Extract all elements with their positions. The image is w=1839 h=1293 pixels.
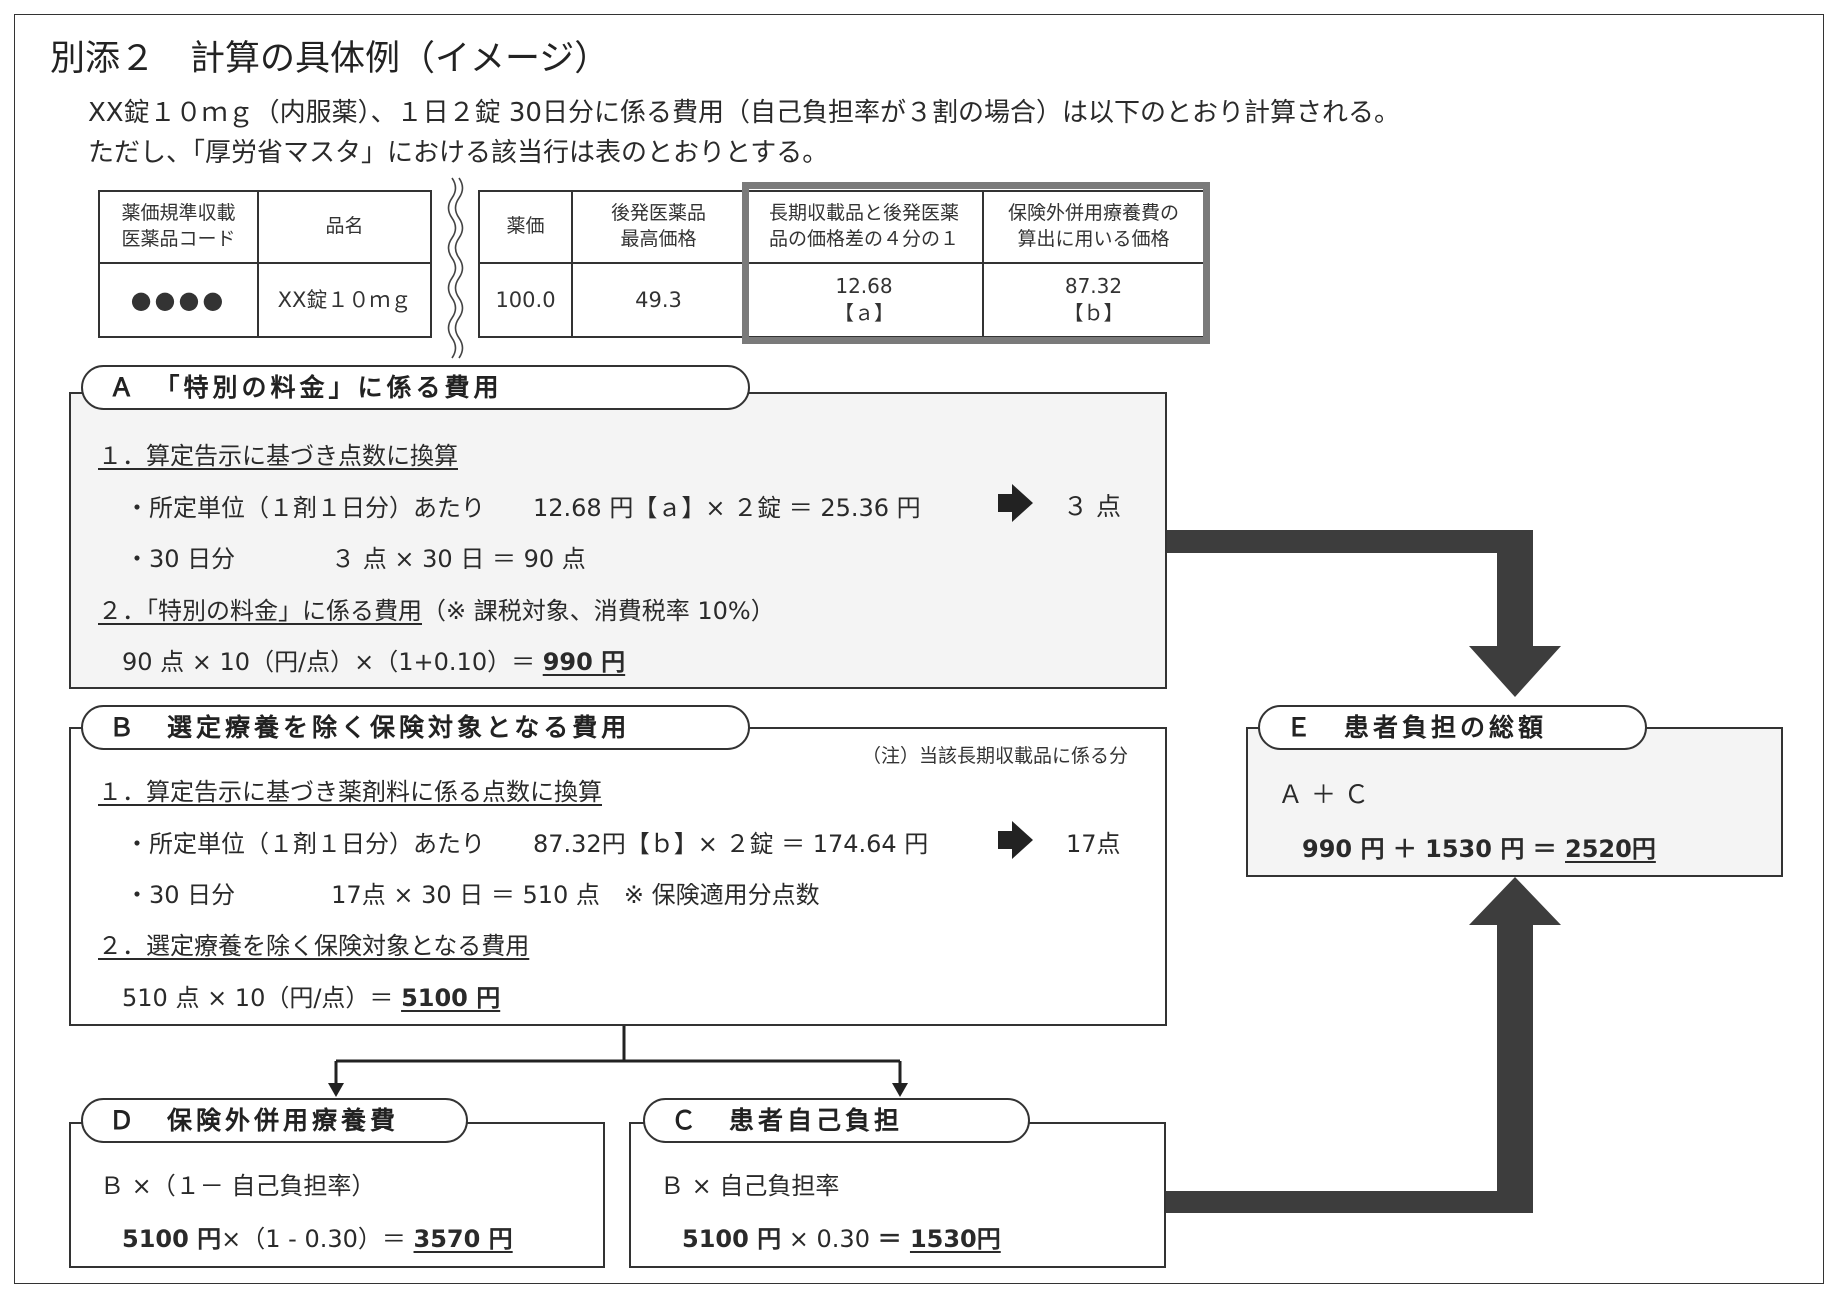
cell-price: 100.0 bbox=[478, 262, 573, 338]
section-a-step1-result: ３ 点 bbox=[1063, 492, 1121, 521]
section-a-step1-line1: ・所定単位（１剤１日分）あたり 12.68 円【ａ】× ２錠 ＝ 25.36 円 bbox=[125, 494, 921, 522]
section-c-formula: Ｂ × 自己負担率 bbox=[660, 1172, 840, 1200]
section-d-calc: 5100 円×（1 - 0.30）＝ 3570 円 bbox=[122, 1219, 513, 1254]
section-c-calc-a: 5100 円 bbox=[682, 1225, 782, 1253]
cell-generic-max: 49.3 bbox=[571, 262, 746, 338]
section-a-step2-note: （※ 課税対象、消費税率 10%） bbox=[422, 597, 775, 625]
section-c-label: Ｃ 患者自己負担 bbox=[643, 1098, 1030, 1143]
header-code: 薬価規準収載 医薬品コード bbox=[98, 190, 259, 264]
cell-quarter-diff-text: 12.68 【ａ】 bbox=[834, 274, 894, 325]
cell-calc-price-text: 87.32 【ｂ】 bbox=[1063, 274, 1124, 325]
cell-price-text: 100.0 bbox=[495, 287, 556, 312]
section-a-box bbox=[69, 392, 1167, 689]
page-title: 別添２ 計算の具体例（イメージ） bbox=[50, 39, 610, 79]
header-quarter-diff-text: 長期収載品と後発医薬 品の価格差の４分の１ bbox=[768, 202, 959, 250]
master-table: 薬価規準収載 医薬品コード 品名 薬価 後発医薬品 最高価格 長期収載品と後発医… bbox=[98, 190, 1205, 338]
convert-arrow-icon bbox=[998, 484, 1033, 522]
section-a-step1-line2: ・30 日分 ３ 点 × 30 日 ＝ 90 点 bbox=[125, 545, 586, 573]
cell-name-text: XX錠１０ｍｇ bbox=[277, 287, 412, 312]
section-b-note: （注）当該長期収載品に係る分 bbox=[862, 745, 1129, 767]
section-e-label: Ｅ 患者負担の総額 bbox=[1258, 705, 1647, 750]
header-price-text: 薬価 bbox=[506, 215, 545, 238]
section-b-step2-calc: 510 点 × 10（円/点）＝ 5100 円 bbox=[122, 978, 500, 1013]
section-a-step2-formula: 90 点 × 10（円/点）×（1+0.10）＝ bbox=[122, 648, 543, 676]
page-frame bbox=[14, 14, 1824, 1284]
header-price: 薬価 bbox=[478, 190, 573, 264]
header-generic-max-text: 後発医薬品 最高価格 bbox=[610, 202, 706, 250]
section-b-step2-title: ２．選定療養を除く保険対象となる費用 bbox=[98, 932, 530, 960]
section-b-step1-result: 17点 bbox=[1066, 830, 1121, 858]
header-calc-price: 保険外併用療養費の 算出に用いる価格 bbox=[982, 190, 1205, 264]
section-d-label: Ｄ 保険外併用療養費 bbox=[81, 1098, 468, 1143]
header-name-text: 品名 bbox=[325, 215, 364, 238]
section-b-label: Ｂ 選定療養を除く保険対象となる費用 bbox=[81, 705, 750, 750]
section-b-step1-line2: ・30 日分 17点 × 30 日 ＝ 510 点 ※ 保険適用分点数 bbox=[125, 881, 820, 909]
header-calc-price-text: 保険外併用療養費の 算出に用いる価格 bbox=[1007, 202, 1179, 250]
section-b-step1-line1: ・所定単位（１剤１日分）あたり 87.32円【ｂ】× ２錠 ＝ 174.64 円 bbox=[125, 830, 929, 858]
convert-arrow-icon bbox=[998, 821, 1033, 859]
arrow-c-to-e bbox=[1166, 877, 1561, 1213]
arrow-a-to-e bbox=[1167, 530, 1561, 697]
cell-code: ●●●● bbox=[98, 262, 259, 338]
section-e-calc-text: 990 円 ＋ 1530 円 ＝ bbox=[1302, 835, 1566, 863]
header-generic-max: 後発医薬品 最高価格 bbox=[571, 190, 746, 264]
intro-line-2: ただし、「厚労省マスタ」における該当行は表のとおりとする。 bbox=[88, 138, 829, 168]
section-b-step1-title: １．算定告示に基づき薬剤料に係る点数に換算 bbox=[98, 778, 602, 806]
section-c-calc-c: ＝ bbox=[877, 1225, 910, 1253]
cell-name: XX錠１０ｍｇ bbox=[257, 262, 432, 338]
section-b-step2-result: 5100 円 bbox=[401, 984, 501, 1012]
wave-line-left bbox=[447, 177, 457, 359]
section-d-result: 3570 円 bbox=[413, 1225, 513, 1253]
section-a-step2-title: ２．「特別の料金」に係る費用 bbox=[98, 597, 422, 625]
omission-gap-row bbox=[430, 263, 480, 337]
section-a-label: Ａ 「特別の料金」に係る費用 bbox=[81, 365, 750, 410]
section-a-step2-calc: 90 点 × 10（円/点）×（1+0.10）＝ 990 円 bbox=[122, 642, 625, 677]
arrow-to-c-icon bbox=[892, 1083, 908, 1097]
section-e-formula: Ａ ＋ Ｃ bbox=[1278, 780, 1369, 809]
section-c-calc: 5100 円 × 0.30 ＝ 1530円 bbox=[682, 1219, 1001, 1254]
section-c-calc-b: × 0.30 bbox=[781, 1225, 878, 1253]
section-a-step2: ２．「特別の料金」に係る費用（※ 課税対象、消費税率 10%） bbox=[98, 591, 775, 626]
section-a-step1-title: １．算定告示に基づき点数に換算 bbox=[98, 442, 458, 470]
header-quarter-diff: 長期収載品と後発医薬 品の価格差の４分の１ bbox=[744, 190, 984, 264]
cell-calc-price: 87.32 【ｂ】 bbox=[982, 262, 1205, 338]
section-a-step2-result: 990 円 bbox=[542, 648, 626, 676]
cell-quarter-diff: 12.68 【ａ】 bbox=[744, 262, 984, 338]
section-e-result: 2520円 bbox=[1565, 835, 1656, 863]
intro-line-1: XX錠１０ｍｇ（内服薬）、１日２錠 30日分に係る費用（自己負担率が３割の場合）… bbox=[88, 98, 1400, 128]
cell-generic-max-text: 49.3 bbox=[635, 287, 682, 312]
section-e-box bbox=[1246, 727, 1783, 877]
section-c-result: 1530円 bbox=[909, 1225, 1001, 1253]
section-d-formula: Ｂ ×（１－ 自己負担率） bbox=[100, 1172, 376, 1200]
section-d-calc-b: ×（1 - 0.30）＝ bbox=[221, 1225, 414, 1253]
header-name: 品名 bbox=[257, 190, 432, 264]
section-d-calc-a: 5100 円 bbox=[122, 1225, 222, 1253]
header-code-text: 薬価規準収載 医薬品コード bbox=[121, 202, 236, 250]
section-e-calc: 990 円 ＋ 1530 円 ＝ 2520円 bbox=[1302, 829, 1656, 864]
arrow-to-d-icon bbox=[328, 1083, 344, 1097]
section-b-step2-formula: 510 点 × 10（円/点）＝ bbox=[122, 984, 402, 1012]
cell-code-text: ●●●● bbox=[130, 285, 227, 314]
highlight-frame bbox=[742, 182, 1210, 344]
wave-line-right bbox=[454, 177, 464, 359]
